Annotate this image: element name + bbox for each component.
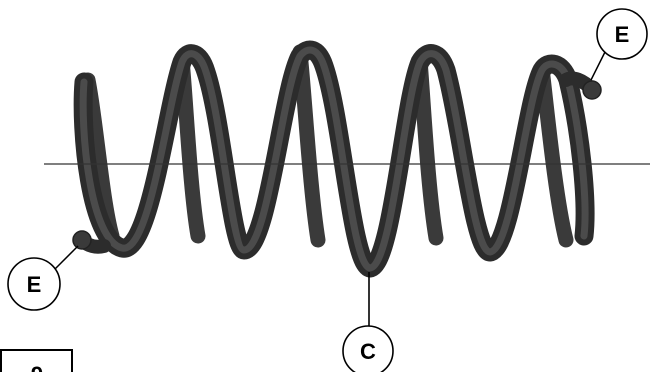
- callout-end-bottom-label: E: [27, 272, 42, 297]
- callout-end-bottom-circle: [7, 257, 61, 311]
- spring-end-bottom: [72, 230, 111, 254]
- callout-end-top-leader: [590, 49, 607, 81]
- callout-end-top: E: [590, 8, 648, 81]
- callout-end-bottom: E: [7, 245, 79, 311]
- figure-number-box: 9: [0, 349, 73, 372]
- spring-end-top: [559, 71, 602, 100]
- callout-coil: C: [342, 272, 394, 372]
- callout-end-top-circle: [596, 8, 648, 60]
- callout-coil-label: C: [360, 339, 376, 364]
- callout-end-top-label: E: [615, 22, 630, 47]
- figure-number: 9: [31, 362, 43, 372]
- callout-coil-circle: [342, 325, 394, 372]
- callout-end-bottom-leader: [53, 245, 79, 271]
- spring-wire-highlight: [79, 46, 589, 272]
- spring-coil: [73, 40, 595, 278]
